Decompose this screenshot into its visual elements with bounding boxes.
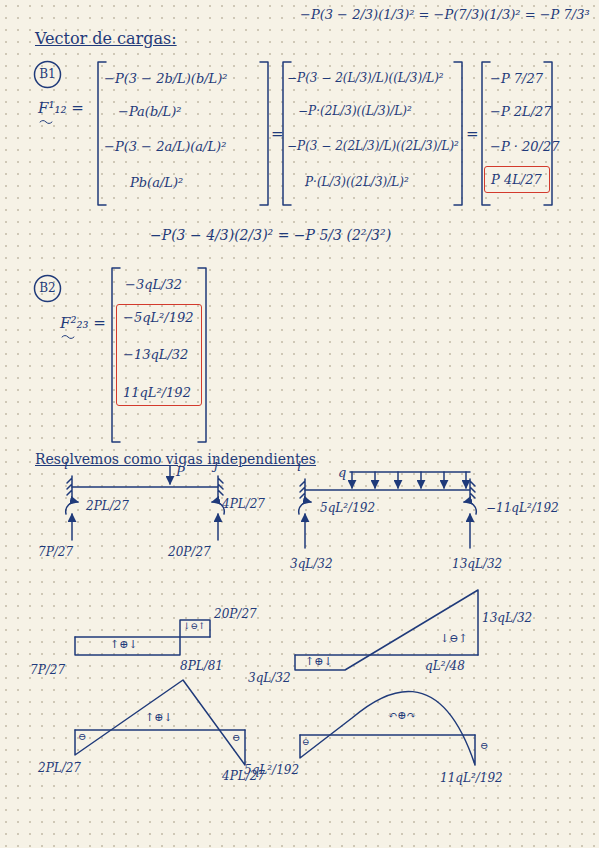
math-note: −P(3 − 2a/L)(a/L)²: [104, 140, 226, 154]
moment-diagram: [300, 691, 475, 765]
math-note: 5qL²/192: [244, 764, 299, 777]
shear-diagram: [295, 590, 478, 670]
math-note: −P(3 − 2(2L/3)/L)((2L/3)/L)²: [287, 140, 459, 153]
math-note: −P(3 − 2(L/3)/L)((L/3)/L)²: [287, 72, 444, 85]
math-note: −P(3 − 4/3)(2/3)² = −P 5/3 (2²/3²): [150, 228, 391, 243]
matrix-bracket: [112, 268, 206, 442]
math-note: −P·(2L/3)((L/3)/L)²: [298, 105, 412, 118]
vector-tilde: [62, 336, 74, 339]
vector-tilde: [40, 121, 52, 124]
matrix-bracket: [283, 62, 462, 205]
shear-diagram: [75, 620, 210, 655]
highlight-box: P 4L/27: [484, 166, 550, 193]
math-note: P·(L/3)((2L/3)/L)²: [305, 176, 409, 189]
math-note: −P · 20/27: [490, 140, 560, 154]
math-note: −P(3 − 2/3)(1/3)² = −P(7/3)(1/3)² = −P 7…: [300, 8, 590, 22]
vector-name: F²₂₃ =: [60, 315, 106, 332]
math-note: ⊖: [480, 740, 488, 751]
math-note: i: [64, 458, 68, 472]
math-note: qL²/48: [425, 660, 465, 673]
math-note: 3qL/32: [290, 558, 333, 571]
vector-name: F¹₁₂ =: [38, 100, 84, 117]
circle-outline: [35, 62, 61, 88]
math-note: ↑⊕↓: [110, 639, 138, 651]
math-note: −3qL/32: [125, 278, 182, 292]
math-note: 20P/27: [214, 608, 257, 621]
math-note: q: [338, 466, 346, 480]
math-note: 5qL²/192: [320, 502, 375, 515]
math-note: ↑⊕↓: [145, 712, 173, 724]
math-note: −11qL²/192: [486, 502, 559, 515]
circled-label: B1: [33, 60, 62, 89]
beam-distributed-load: [299, 472, 477, 548]
math-note: P: [176, 465, 185, 479]
moment-diagram: [75, 680, 245, 765]
equals-sign: =: [271, 126, 284, 143]
math-note: 8PL/81: [180, 660, 223, 673]
matrix-bracket: [482, 62, 552, 205]
math-note: 2PL/27: [38, 762, 81, 775]
math-note: ↓⊖↑: [183, 622, 206, 632]
math-note: −Pa(b/L)²: [118, 105, 182, 119]
vector-entry: −5qL²/192: [123, 310, 194, 326]
heading: Vector de cargas:: [35, 30, 177, 48]
math-note: ↑⊕↓: [305, 656, 333, 668]
circled-label: B2: [33, 274, 62, 303]
math-note: ⊖: [78, 731, 86, 742]
circle-outline: [35, 276, 61, 302]
math-note: 13qL/32: [482, 612, 532, 625]
math-note: ↓⊖↑: [440, 633, 468, 645]
math-note: i: [297, 460, 301, 474]
math-note: 13qL/32: [452, 558, 502, 571]
math-note: ⊖: [232, 732, 240, 743]
heading: Resolvemos como vigas independientes: [35, 452, 316, 467]
math-note: 20P/27: [168, 546, 211, 559]
math-note: 11qL²/192: [440, 772, 503, 785]
math-note: 7P/27: [30, 664, 65, 677]
section-tag: B2: [39, 281, 55, 295]
math-note: 4PL/27: [222, 498, 265, 511]
vector-entry: −13qL/32: [123, 347, 188, 363]
section-tag: B1: [39, 67, 55, 81]
math-note: −P 7/27: [490, 72, 543, 86]
math-note: ⊖: [302, 738, 310, 748]
math-note: −P 2L/27: [490, 105, 552, 119]
math-note: j: [214, 458, 218, 472]
math-note: 3qL/32: [248, 672, 291, 685]
vector-entry: 11qL²/192: [123, 385, 191, 401]
math-note: ↶⊕↷: [388, 710, 416, 722]
math-note: −P(3 − 2b/L)(b/L)²: [104, 72, 228, 86]
equals-sign: =: [466, 126, 479, 143]
math-note: 2PL/27: [86, 500, 129, 513]
math-note: 7P/27: [38, 546, 73, 559]
beam-point-load: [66, 466, 225, 540]
matrix-bracket: [98, 62, 268, 205]
math-note: Pb(a/L)²: [130, 176, 183, 190]
highlight-box: −5qL²/192 −13qL/32 11qL²/192: [116, 304, 202, 406]
vector-entry: P 4L/27: [491, 172, 542, 188]
